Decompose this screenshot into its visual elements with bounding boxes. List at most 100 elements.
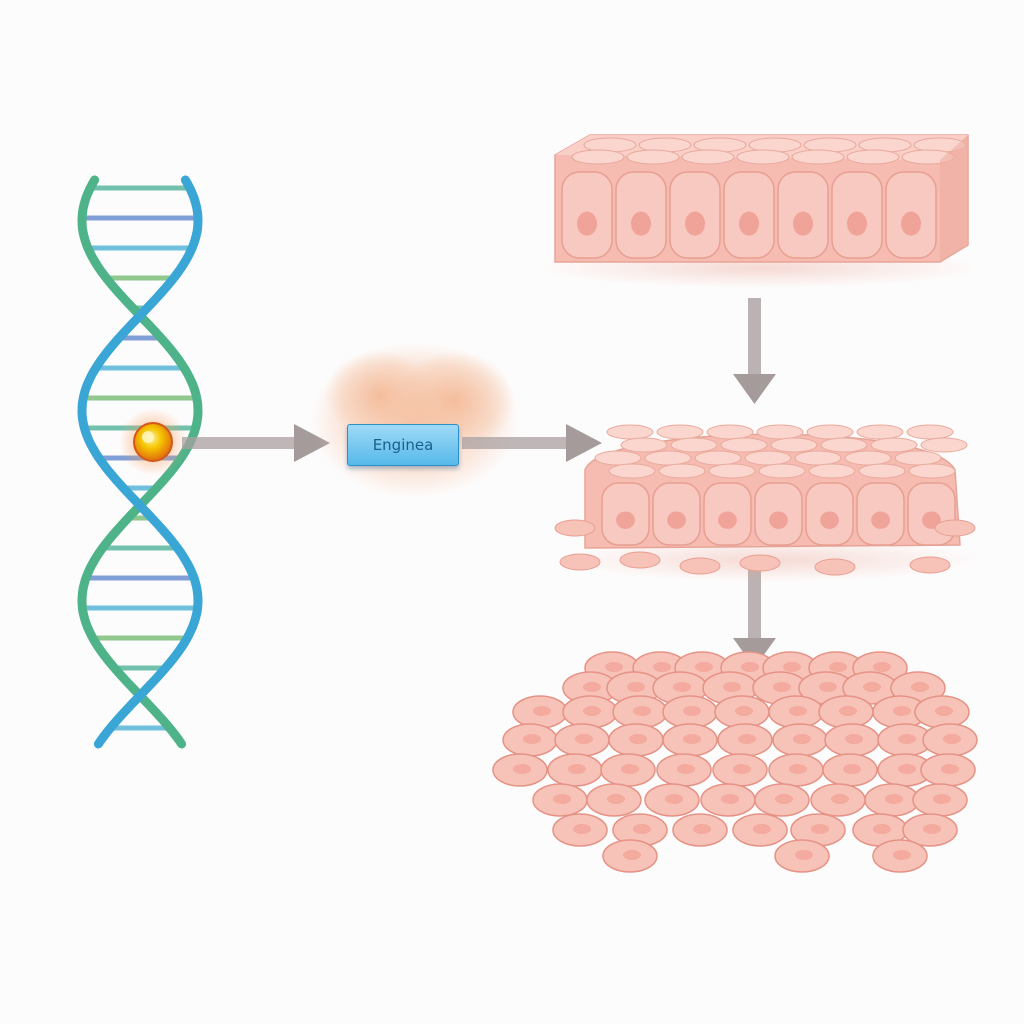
dissociated-cell-nucleus [735,706,753,716]
tissue-cell-top [806,424,854,440]
dissociated-cell-nucleus [623,850,641,860]
tissue-cell-nucleus [820,511,839,529]
tissue-cell-top [708,463,756,479]
loose-cell [559,553,601,571]
dissociated-cell-nucleus [843,764,861,774]
dissociated-cell-nucleus [829,662,847,672]
loose-cell [679,557,721,575]
dissociated-cell-nucleus [627,682,645,692]
tissue-cell-top [694,450,742,466]
tissue-cell-top [620,437,668,453]
dissociated-cell-nucleus [741,662,759,672]
tissue-cell-nucleus [793,211,813,236]
dissociated-cell-nucleus [773,682,791,692]
mutation-marker-icon [119,408,187,476]
tissue-cell-top [706,424,754,440]
loosening-tissue-block [554,424,980,582]
tissue-cell-top [758,463,806,479]
dissociated-cell-nucleus [523,734,541,744]
dissociated-cell-nucleus [665,794,683,804]
dissociated-cell-nucleus [943,734,961,744]
dissociated-cell-nucleus [607,794,625,804]
tissue-cell-top [606,424,654,440]
tissue-cell-top [720,437,768,453]
tissue-cell-top [808,463,856,479]
tissue-cell-nucleus [847,211,867,236]
dissociated-cell-nucleus [941,764,959,774]
loose-cell [814,558,856,576]
tissue-cell-top [670,437,718,453]
dissociated-cell-nucleus [911,682,929,692]
tissue-cell-top [744,450,792,466]
dissociated-cell-nucleus [839,706,857,716]
dissociated-cell-nucleus [693,824,711,834]
dissociated-cell-nucleus [819,682,837,692]
tissue-cell-top [870,437,918,453]
dissociated-cell-nucleus [893,706,911,716]
tissue-cell-top [794,450,842,466]
tissue-cell-top [856,424,904,440]
dissociated-cell-nucleus [605,662,623,672]
dissociated-cell-nucleus [845,734,863,744]
dissociated-cell-nucleus [673,682,691,692]
dissociated-cell-nucleus [695,662,713,672]
loose-cell [554,519,596,537]
dissociated-cell-nucleus [513,764,531,774]
dissociated-cell-nucleus [575,734,593,744]
intact-tissue-block [535,134,985,288]
dissociated-cell-nucleus [583,706,601,716]
dissociated-cell-nucleus [898,734,916,744]
tissue-cell-top [846,149,900,165]
dissociated-cell-nucleus [935,706,953,716]
dissociated-cell-nucleus [677,764,695,774]
tissue-cell-top [658,463,706,479]
tissue-cell-top [820,437,868,453]
dissociated-cell-nucleus [893,850,911,860]
tissue-cell-top [894,450,942,466]
tissue-cell-nucleus [616,511,635,529]
tissue-cell-nucleus [685,211,705,236]
dissociated-cell-nucleus [723,682,741,692]
dissociated-cells [492,651,978,873]
tissue-cell-top [858,463,906,479]
factor-cloud [310,342,520,498]
tissue-cell-top [644,450,692,466]
dissociated-cell-nucleus [721,794,739,804]
tissue-cell-nucleus [667,511,686,529]
tissue-cell-nucleus [739,211,759,236]
dissociated-cell-nucleus [795,850,813,860]
tissue-cell-top [656,424,704,440]
tissue-cell-nucleus [769,511,788,529]
engineered-factor-label: Enginea [347,424,459,466]
dissociated-cell-nucleus [733,764,751,774]
dissociated-cell-nucleus [789,706,807,716]
tissue-cell-top [844,450,892,466]
dissociated-cell-nucleus [533,706,551,716]
dissociated-cell-nucleus [573,824,591,834]
dissociated-cell-nucleus [583,682,601,692]
dissociated-cell-nucleus [553,794,571,804]
tissue-cell-top [908,463,956,479]
dissociated-cell-nucleus [923,824,941,834]
tissue-cell-top [756,424,804,440]
dissociated-cell-nucleus [783,662,801,672]
dissociated-cell-nucleus [683,706,701,716]
dissociated-cell-nucleus [898,764,916,774]
loose-cell [619,551,661,569]
tissue-cell-top [608,463,656,479]
tissue-cell-top [770,437,818,453]
tissue-cell-top [791,149,845,165]
tissue-cell-nucleus [901,211,921,236]
tissue-cell-top [626,149,680,165]
dissociated-cell-nucleus [789,764,807,774]
arrow-tissue-to-loosening [733,298,776,404]
dissociated-cell-nucleus [653,662,671,672]
tissue-cell-nucleus [871,511,890,529]
tissue-cell-nucleus [631,211,651,236]
tissue-cell-top [681,149,735,165]
loose-cell [739,554,781,572]
dissociated-cell-nucleus [873,824,891,834]
arrow-dna-to-factor [182,424,330,462]
tissue-cell-top [571,149,625,165]
